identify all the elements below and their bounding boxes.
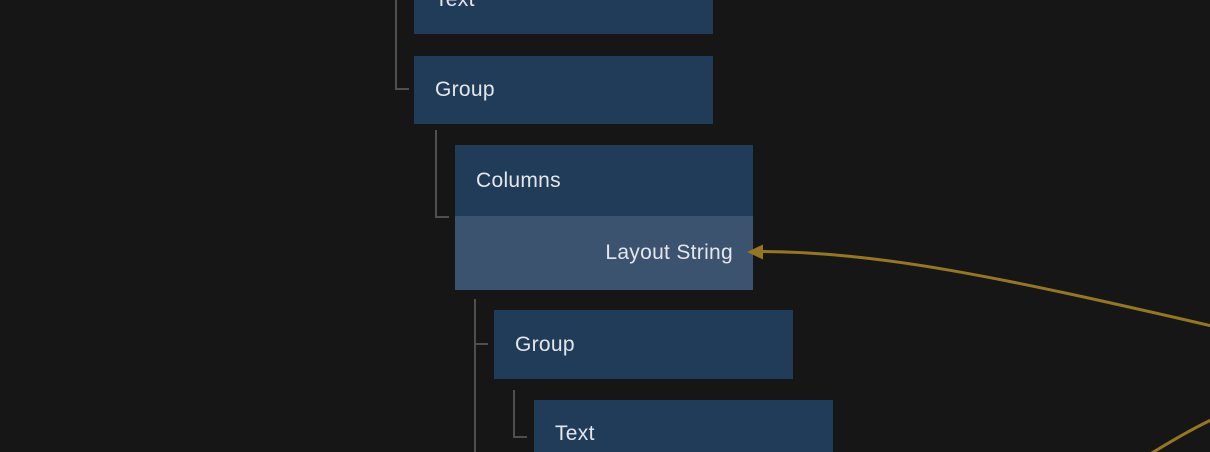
wire-bottom-right-fragment[interactable] [1150,418,1210,452]
node-group-inner[interactable]: Group [494,310,793,379]
tree-guide-tick-group-outer [395,88,409,90]
node-text-bottom[interactable]: Text [534,400,833,452]
tree-guide-vertical-4 [513,390,515,437]
node-text-bottom-label: Text [555,422,595,445]
node-columns-header[interactable]: Columns [455,145,753,216]
port-layout-string-label: Layout String [605,241,733,264]
node-group-inner-label: Group [515,332,575,356]
node-columns[interactable]: Columns Layout String [455,145,753,290]
tree-guide-tick-columns [435,216,449,218]
tree-guide-vertical-2 [435,130,437,217]
node-columns-label: Columns [476,168,561,192]
tree-guide-tick-text-bottom [513,436,527,438]
node-text-top[interactable]: Text [414,0,713,34]
node-group-outer-label: Group [435,78,495,101]
tree-guide-tick-group-inner [474,343,488,345]
wire-into-layout-string[interactable] [758,250,1210,328]
node-text-top-label: Text [414,0,475,12]
tree-guide-vertical-1 [395,0,397,89]
port-layout-string[interactable]: Layout String [455,216,753,290]
node-group-outer[interactable]: Group [414,56,713,124]
wire-arrowhead-icon [747,244,763,260]
tree-guide-vertical-3 [474,299,476,452]
